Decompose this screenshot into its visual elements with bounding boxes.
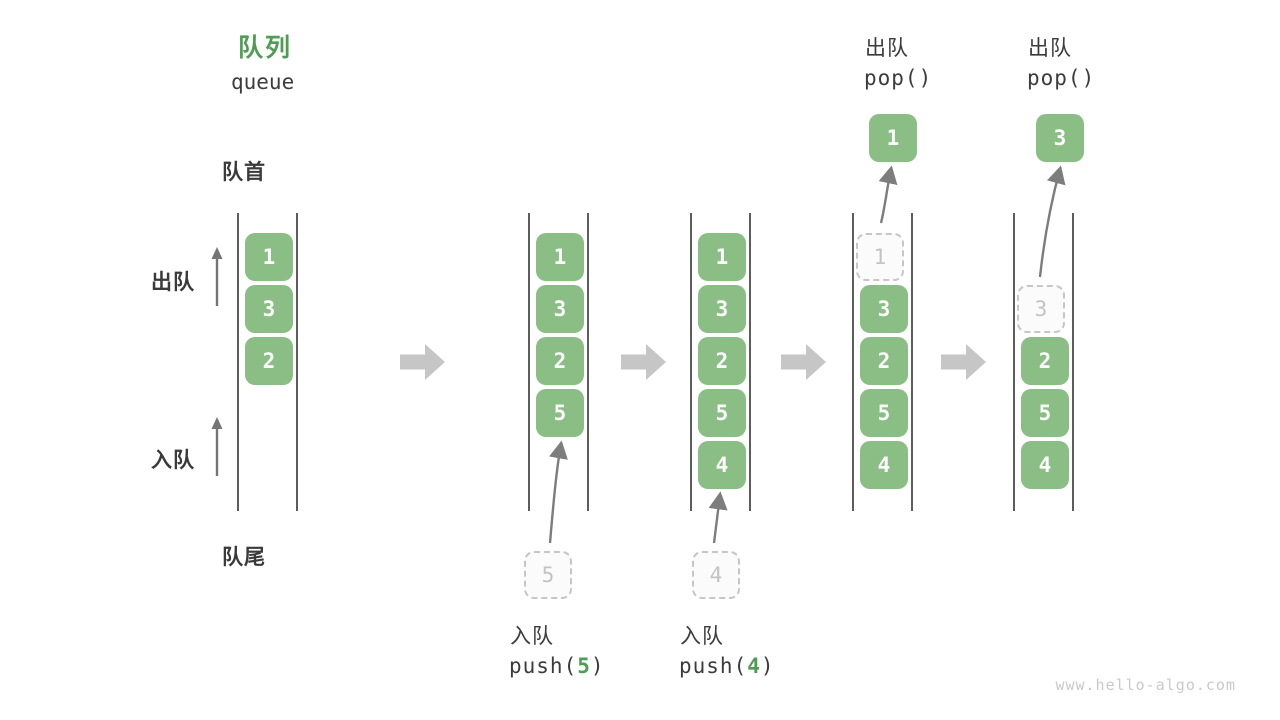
enqueue-path-arrow-icon: [548, 440, 568, 544]
queue-boundary-line: [911, 213, 913, 511]
pop-code: pop(): [864, 66, 933, 90]
queue-cell: 4: [860, 441, 908, 489]
push-code-post: ): [590, 654, 605, 678]
dequeue-op-label: 出队: [865, 37, 909, 60]
diagram-title-en: queue: [231, 70, 295, 94]
queue-cell: 2: [860, 337, 908, 385]
push-code-arg: 4: [747, 654, 761, 678]
dequeue-op-label: 出队: [1028, 37, 1072, 60]
enqueue-direction-arrow-icon: [211, 417, 223, 476]
dequeue-path-arrow-icon: [878, 165, 898, 224]
queue-boundary-line: [749, 213, 751, 511]
queue-cell: 1: [698, 233, 746, 281]
queue-cell: 5: [536, 389, 584, 437]
push-code-pre: push(: [509, 654, 578, 678]
queue-cell: 1: [245, 233, 293, 281]
queue-boundary-line: [1013, 213, 1015, 511]
queue-boundary-line: [587, 213, 589, 511]
state-transition-arrow-icon: [400, 344, 445, 380]
dequeue-direction-arrow-icon: [211, 247, 223, 306]
state-transition-arrow-icon: [781, 344, 826, 380]
dequeue-path-arrow-icon: [1038, 165, 1066, 278]
queue-cell: 5: [698, 389, 746, 437]
dequeued-placeholder-cell: 3: [1017, 285, 1065, 333]
queue-cell: 2: [245, 337, 293, 385]
queue-cell: 3: [245, 285, 293, 333]
dequeued-placeholder-cell: 1: [856, 233, 904, 281]
incoming-value-cell: 5: [524, 551, 572, 599]
diagram-title-zh: 队列: [238, 34, 293, 62]
enqueue-op-label: 入队: [510, 625, 554, 648]
label-enqueue: 入队: [151, 449, 195, 472]
push-code: push(4): [679, 654, 775, 678]
state-transition-arrow-icon: [941, 344, 986, 380]
label-queue-front: 队首: [222, 161, 266, 184]
queue-cell: 2: [536, 337, 584, 385]
queue-cell: 1: [536, 233, 584, 281]
queue-cell: 5: [1021, 389, 1069, 437]
incoming-value-cell: 4: [692, 551, 740, 599]
watermark: www.hello-algo.com: [1055, 676, 1236, 694]
popped-value-cell: 1: [869, 114, 917, 162]
queue-boundary-line: [528, 213, 530, 511]
popped-value-cell: 3: [1036, 114, 1084, 162]
push-code-arg: 5: [577, 654, 591, 678]
label-queue-rear: 队尾: [222, 546, 266, 569]
queue-cell: 4: [1021, 441, 1069, 489]
queue-cell: 3: [698, 285, 746, 333]
queue-cell: 2: [698, 337, 746, 385]
queue-boundary-line: [1072, 213, 1074, 511]
queue-cell: 3: [860, 285, 908, 333]
push-code-pre: push(: [679, 654, 748, 678]
enqueue-op-label: 入队: [680, 625, 724, 648]
push-code: push(5): [509, 654, 605, 678]
pop-code: pop(): [1027, 66, 1096, 90]
queue-cell: 5: [860, 389, 908, 437]
enqueue-path-arrow-icon: [708, 491, 728, 544]
queue-cell: 4: [698, 441, 746, 489]
state-transition-arrow-icon: [621, 344, 666, 380]
label-dequeue: 出队: [151, 271, 195, 294]
queue-boundary-line: [237, 213, 239, 511]
queue-boundary-line: [852, 213, 854, 511]
queue-boundary-line: [296, 213, 298, 511]
queue-cell: 3: [536, 285, 584, 333]
queue-cell: 2: [1021, 337, 1069, 385]
queue-boundary-line: [690, 213, 692, 511]
push-code-post: ): [760, 654, 775, 678]
